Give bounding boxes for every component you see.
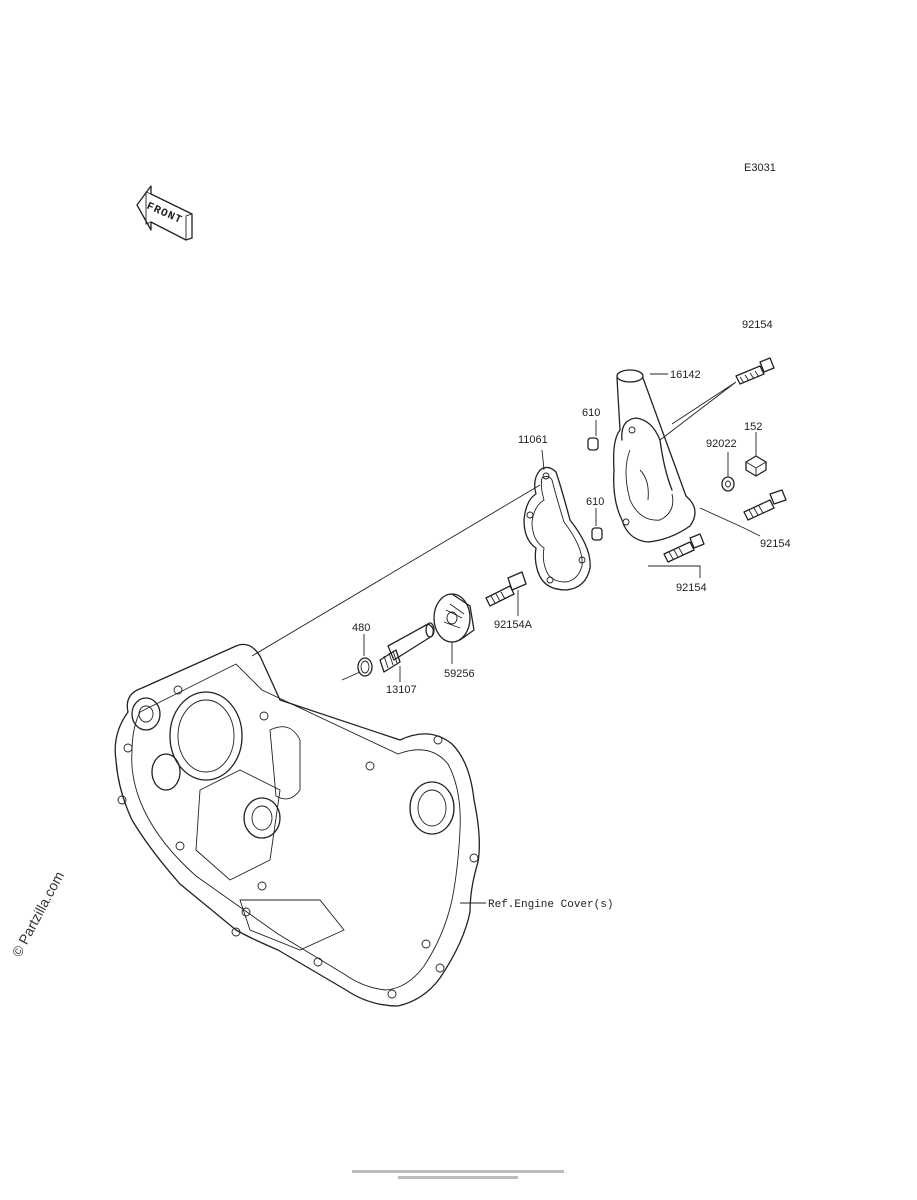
dowel-pin-mid <box>591 527 603 541</box>
leader-92154-top <box>659 381 737 441</box>
label-11061[interactable]: 11061 <box>518 434 548 446</box>
watermark: © Partzilla.com <box>9 869 67 960</box>
diagram-code: E3031 <box>744 162 776 174</box>
leader-11061 <box>541 449 545 471</box>
engine-cover <box>114 643 480 1007</box>
label-610-mid[interactable]: 610 <box>586 496 604 508</box>
label-59256[interactable]: 59256 <box>444 668 475 680</box>
dowel-pin-top <box>587 437 599 451</box>
label-ref-engine-cover[interactable]: Ref.Engine Cover(s) <box>488 899 613 911</box>
label-152[interactable]: 152 <box>744 421 762 433</box>
label-92154-top[interactable]: 92154 <box>742 319 773 331</box>
label-92154-bottom[interactable]: 92154 <box>676 582 707 594</box>
alignment-line-gasket <box>251 484 541 657</box>
bolt-bottom <box>663 533 705 563</box>
snap-ring <box>357 657 373 677</box>
label-92022[interactable]: 92022 <box>706 438 737 450</box>
washer <box>721 476 735 492</box>
label-92154a[interactable]: 92154A <box>494 619 533 631</box>
leader-92154-bottom <box>648 565 701 578</box>
drain-bolt <box>745 455 767 477</box>
bolt-right <box>743 489 787 521</box>
front-label: FRONT <box>144 201 184 227</box>
water-pump-cover <box>612 369 696 543</box>
bolt-top <box>735 357 775 385</box>
impeller <box>433 593 475 643</box>
front-arrow-icon: FRONT <box>136 185 193 241</box>
leader-92154-right <box>699 507 761 537</box>
label-92154-right[interactable]: 92154 <box>760 538 791 550</box>
impeller-shaft <box>379 622 435 673</box>
label-13107[interactable]: 13107 <box>386 684 417 696</box>
label-610-top[interactable]: 610 <box>582 407 600 419</box>
gasket <box>523 466 591 591</box>
alignment-line-ring <box>341 671 361 681</box>
label-480[interactable]: 480 <box>352 622 370 634</box>
bolt-92154a <box>485 571 527 607</box>
label-16142[interactable]: 16142 <box>670 369 701 381</box>
copyright-footer <box>352 1170 564 1179</box>
